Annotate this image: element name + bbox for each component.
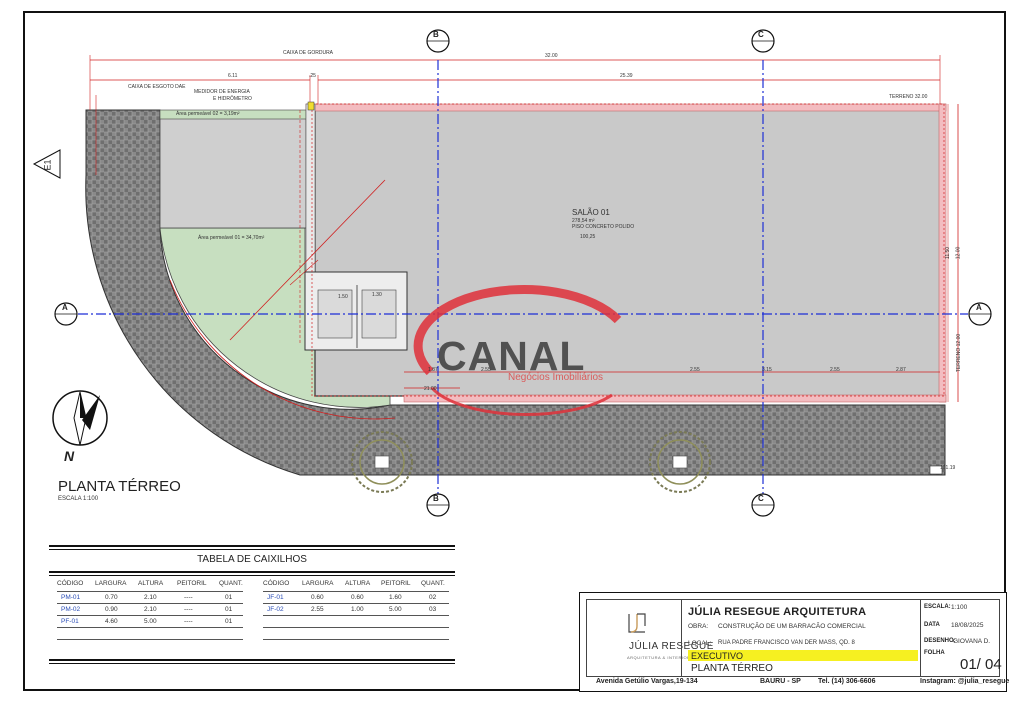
drawing-scale: ESCALA 1:100 bbox=[58, 496, 99, 502]
th-largura-left: LARGURA bbox=[95, 580, 127, 587]
tree-right bbox=[649, 431, 711, 493]
dim-bottom-5: 2.55 bbox=[830, 367, 840, 373]
th-altura-right: ALTURA bbox=[345, 580, 371, 587]
escala-value: 1:100 bbox=[951, 604, 968, 611]
th-altura-left: ALTURA bbox=[138, 580, 164, 587]
axis-c-bottom-label: C bbox=[758, 494, 764, 503]
room-area: 278,54 m² bbox=[572, 218, 595, 224]
footer-city: BAURU - SP bbox=[760, 678, 801, 685]
watermark-logo bbox=[413, 285, 622, 416]
data-label: DATA bbox=[924, 622, 940, 628]
phase-label: EXECUTIVO bbox=[691, 651, 744, 661]
th-codigo-left: CÓDIGO bbox=[57, 580, 84, 587]
elevation-marker bbox=[32, 149, 61, 179]
dim-bottom-2: 2.55 bbox=[481, 367, 491, 373]
lot-left bbox=[159, 117, 307, 229]
dim-mid: .25 bbox=[309, 73, 316, 79]
watermark-subtitle: Negócios Imobiliários bbox=[508, 372, 604, 383]
axis-c-top-label: C bbox=[758, 30, 764, 39]
permeable-02-label: Área permeável 02 = 3,19m² bbox=[176, 111, 240, 117]
footer-address: Avenida Getúlio Vargas,19-134 bbox=[596, 678, 698, 685]
axis-b-bottom-label: B bbox=[433, 494, 439, 503]
title-block-inner: JÚLIA RESEGUE ARQUITETURA & INTERIORES J… bbox=[586, 599, 1002, 677]
dim-wc-1: 1.50 bbox=[338, 294, 348, 300]
footer-phone: Tel. (14) 306-6606 bbox=[818, 678, 876, 685]
logo-subtitle: ARQUITETURA & INTERIORES bbox=[627, 655, 697, 660]
th-quant-left: QUANT. bbox=[219, 580, 243, 587]
north-arrow-icon bbox=[52, 390, 108, 446]
dim-right: 25.39 bbox=[620, 73, 633, 79]
dim-right-h2: 12.00 bbox=[955, 246, 962, 260]
caixa-gordura-label: CAIXA DE GORDURA bbox=[283, 50, 334, 56]
axis-a-right-bubble bbox=[968, 302, 992, 326]
paved-area bbox=[85, 109, 946, 476]
level-mark: 100,25 bbox=[580, 234, 596, 240]
dim-left: 6.11 bbox=[228, 73, 238, 79]
room-floor: PISO CONCRETO POLIDO bbox=[572, 224, 635, 230]
caixilhos-table: TABELA DE CAIXILHOS CÓDIGO LARGURA ALTUR… bbox=[49, 545, 455, 665]
th-peitoril-right: PEITORIL bbox=[381, 580, 411, 587]
caixa-esgoto-label: CAIXA DE ESGOTO DAE bbox=[128, 84, 186, 90]
dim-bottom-4: 3.15 bbox=[762, 367, 772, 373]
folha-label: FOLHA bbox=[924, 650, 945, 656]
wall-bottom bbox=[403, 394, 947, 403]
firm-name: JÚLIA RESEGUE ARQUITETURA bbox=[688, 606, 867, 618]
axis-a-left-bubble bbox=[54, 302, 78, 326]
medidor-label: MEDIDOR DE ENERGIA bbox=[194, 89, 250, 95]
footer-instagram: Instagram: @julia_resegue bbox=[920, 678, 1010, 685]
elevation-label: E1 bbox=[42, 159, 53, 171]
logo-name: JÚLIA RESEGUE bbox=[629, 641, 714, 652]
desenho-value: GIOVANA D. bbox=[953, 638, 991, 645]
sheet-title: PLANTA TÉRREO bbox=[691, 663, 773, 674]
axis-a-right-label: A bbox=[976, 303, 982, 312]
drawing-title: PLANTA TÉRREO bbox=[58, 478, 181, 495]
th-largura-right: LARGURA bbox=[302, 580, 334, 587]
axis-c-bottom-bubble bbox=[751, 493, 775, 517]
dim-bottom-6: 2.87 bbox=[896, 367, 906, 373]
wall-left bbox=[305, 103, 316, 275]
th-codigo-right: CÓDIGO bbox=[263, 580, 290, 587]
dim-bottom-3: 2.55 bbox=[690, 367, 700, 373]
axis-b-top-bubble bbox=[426, 29, 450, 53]
data-value: 18/08/2025 bbox=[951, 622, 984, 629]
local-label: LOCAL: bbox=[688, 640, 712, 647]
dim-gate: 21.00 bbox=[424, 386, 437, 392]
dim-right-h1: 11.50 bbox=[945, 246, 952, 260]
desenho-label: DESENHO: bbox=[924, 638, 956, 644]
tree-left bbox=[351, 431, 413, 493]
dim-corner: 101.19 bbox=[940, 465, 956, 471]
th-quant-right: QUANT. bbox=[421, 580, 445, 587]
title-block: JÚLIA RESEGUE ARQUITETURA & INTERIORES J… bbox=[579, 592, 1010, 692]
room-name: SALÃO 01 bbox=[572, 208, 610, 217]
terreno-right-1: TERRENO 12.00 bbox=[956, 333, 963, 373]
firm-logo-icon bbox=[628, 613, 646, 633]
wall-top bbox=[305, 103, 947, 112]
main-hall bbox=[314, 109, 941, 397]
watermark-name: CANAL bbox=[437, 333, 586, 379]
th-peitoril-left: PEITORIL bbox=[177, 580, 207, 587]
hidrometro-label: E HIDRÔMETRO bbox=[213, 96, 252, 102]
axis-b-top-label: B bbox=[433, 30, 439, 39]
terreno-top-label: TERRENO 32.00 bbox=[889, 94, 928, 100]
phase-highlight bbox=[688, 650, 918, 661]
folha-value: 01/ 04 bbox=[960, 656, 1002, 673]
obra-label: OBRA: bbox=[688, 623, 709, 630]
dim-wc-2: 1.30 bbox=[372, 292, 382, 298]
north-label: N bbox=[64, 448, 75, 464]
axis-a-left-label: A bbox=[62, 303, 68, 312]
permeable-01-label: Área permeável 01 = 34,70m² bbox=[198, 235, 265, 241]
escala-label: ESCALA: bbox=[924, 604, 951, 610]
obra-value: CONSTRUÇÃO DE UM BARRACÃO COMERCIAL bbox=[718, 623, 866, 630]
axis-b-bottom-bubble bbox=[426, 493, 450, 517]
local-value: RUA PADRE FRANCISCO VAN DER MASS, QD. 8 bbox=[718, 640, 855, 646]
sheet-frame bbox=[23, 11, 1006, 691]
dim-bottom-1: 1.87 bbox=[428, 367, 438, 373]
axis-c-top-bubble bbox=[751, 29, 775, 53]
dim-total: 32.00 bbox=[545, 53, 558, 59]
table-title: TABELA DE CAIXILHOS bbox=[197, 554, 307, 565]
